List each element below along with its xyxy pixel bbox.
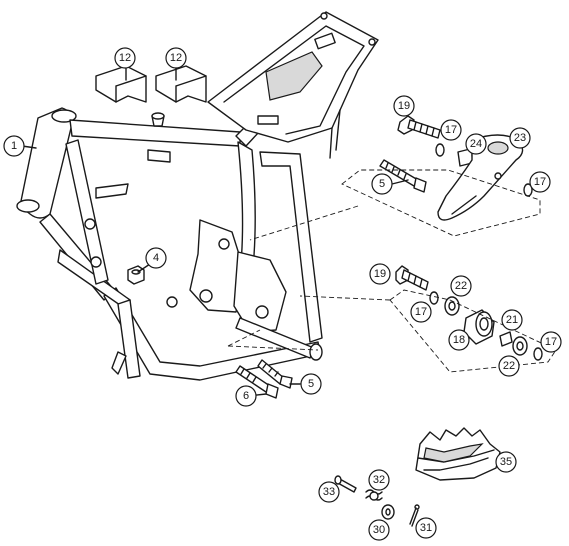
- callout-31: 31: [415, 517, 437, 539]
- callout-17-mid: 17: [410, 301, 432, 323]
- svg-text:30: 30: [373, 524, 385, 536]
- svg-text:6: 6: [243, 390, 249, 402]
- svg-text:24: 24: [470, 138, 482, 150]
- svg-text:17: 17: [415, 306, 427, 318]
- callout-21: 21: [501, 309, 523, 331]
- svg-text:12: 12: [119, 52, 131, 64]
- svg-text:33: 33: [323, 486, 335, 498]
- callout-12-right: 12: [165, 47, 187, 69]
- svg-text:12: 12: [170, 52, 182, 64]
- washer-part-17-lower: [533, 347, 543, 361]
- pad-part-12b: [155, 65, 207, 103]
- footpeg-part-35: [415, 427, 501, 481]
- washer-part-30: [381, 504, 395, 520]
- phantom-lines: [227, 169, 557, 373]
- bolt-part-5-lower: [257, 359, 293, 389]
- callout-30: 30: [368, 519, 390, 541]
- callout-33: 33: [318, 481, 340, 503]
- svg-text:5: 5: [308, 378, 314, 390]
- svg-text:19: 19: [374, 268, 386, 280]
- svg-text:1: 1: [11, 140, 17, 152]
- svg-text:17: 17: [445, 124, 457, 136]
- sleeve-part-21: [499, 331, 513, 347]
- svg-text:35: 35: [500, 456, 512, 468]
- svg-text:23: 23: [514, 132, 526, 144]
- bolt-part-19-upper: [397, 115, 441, 139]
- nut-part-4: [127, 265, 145, 285]
- callout-5-lower: 5: [300, 373, 322, 395]
- callout-5-upper: 5: [371, 173, 393, 195]
- callout-22-upper: 22: [450, 275, 472, 297]
- callout-19-lower: 19: [369, 263, 391, 285]
- svg-text:21: 21: [506, 314, 518, 326]
- bushing-part-22-left: [444, 296, 460, 316]
- svg-text:18: 18: [453, 334, 465, 346]
- frame-assembly: [16, 11, 379, 381]
- svg-text:17: 17: [534, 176, 546, 188]
- callout-6: 6: [235, 385, 257, 407]
- callout-1: 1: [3, 135, 25, 157]
- callout-4: 4: [145, 247, 167, 269]
- svg-text:32: 32: [373, 474, 385, 486]
- svg-text:22: 22: [503, 360, 515, 372]
- pad-part-12a: [95, 65, 147, 103]
- pin-part-33: [334, 475, 357, 493]
- svg-text:19: 19: [398, 100, 410, 112]
- washer-part-17-mid: [429, 291, 439, 305]
- washer-part-17-upper: [435, 143, 445, 157]
- callout-23: 23: [509, 127, 531, 149]
- bolt-part-19-lower: [395, 265, 429, 291]
- callout-17-lower: 17: [540, 331, 562, 353]
- callout-12-left: 12: [114, 47, 136, 69]
- callout-18: 18: [448, 329, 470, 351]
- svg-text:5: 5: [379, 178, 385, 190]
- callout-17-right: 17: [529, 171, 551, 193]
- callout-22-lower: 22: [498, 355, 520, 377]
- callout-19-upper: 19: [393, 95, 415, 117]
- svg-text:22: 22: [455, 280, 467, 292]
- callout-35: 35: [495, 451, 517, 473]
- cotter-pin-part-31: [409, 504, 420, 527]
- callout-32: 32: [368, 469, 390, 491]
- bolt-part-6: [235, 365, 279, 399]
- callout-24: 24: [465, 133, 487, 155]
- callout-17-upper: 17: [440, 119, 462, 141]
- bushing-part-22-right: [512, 336, 528, 356]
- bolt-part-5-upper: [379, 159, 427, 193]
- svg-text:31: 31: [420, 522, 432, 534]
- spring-part-32: [365, 489, 383, 501]
- svg-text:17: 17: [545, 336, 557, 348]
- svg-text:4: 4: [153, 252, 159, 264]
